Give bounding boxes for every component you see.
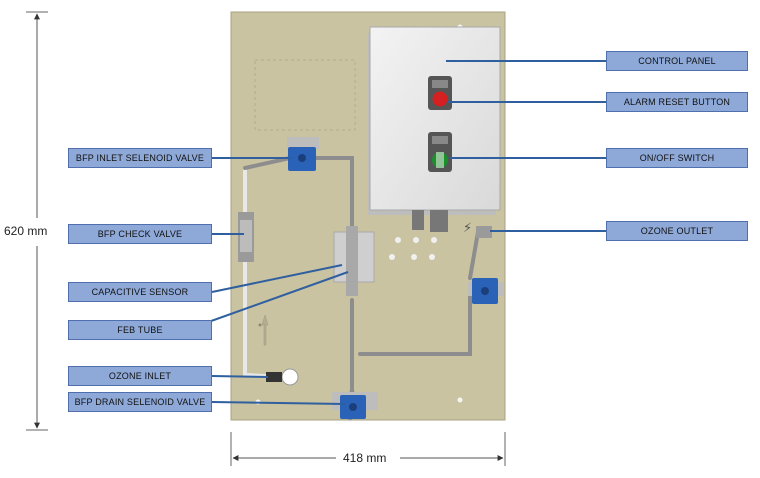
leader-lines — [185, 60, 606, 405]
bfp-drain-solenoid-valve-graphic — [332, 392, 378, 419]
width-dimension — [230, 432, 506, 466]
svg-text:⚡: ⚡ — [463, 221, 472, 236]
callout-control-panel: CONTROL PANEL — [606, 51, 748, 71]
width-dimension-label: 418 mm — [343, 451, 387, 465]
height-dimension-label: 620 mm — [4, 224, 48, 238]
callout-ozone-outlet: OZONE OUTLET — [606, 221, 748, 241]
height-dimension — [26, 11, 48, 431]
callout-ozone-inlet: OZONE INLET — [68, 366, 212, 386]
ozone-inlet-graphic — [266, 368, 299, 386]
alarm-reset-button-graphic — [432, 91, 448, 107]
callout-capacitive-sensor: CAPACITIVE SENSOR — [68, 282, 212, 302]
callout-bfp-check-valve: BFP CHECK VALVE — [68, 224, 212, 244]
callout-bfp-drain-solenoid-valve: BFP DRAIN SELENOID VALVE — [68, 392, 212, 412]
callout-on-off-switch: ON/OFF SWITCH — [606, 148, 748, 168]
outlet-solenoid-valve-graphic — [468, 278, 504, 304]
bfp-inlet-solenoid-valve-graphic — [287, 137, 319, 171]
bfp-check-valve-graphic — [238, 212, 254, 262]
callout-alarm-reset-button: ALARM RESET BUTTON — [606, 92, 748, 112]
control-panel-enclosure: ⚡ — [368, 26, 501, 236]
callout-feb-tube: FEB TUBE — [68, 320, 212, 340]
ozone-outlet-graphic — [476, 226, 492, 238]
callout-bfp-inlet-solenoid-valve: BFP INLET SELENOID VALVE — [68, 148, 212, 168]
